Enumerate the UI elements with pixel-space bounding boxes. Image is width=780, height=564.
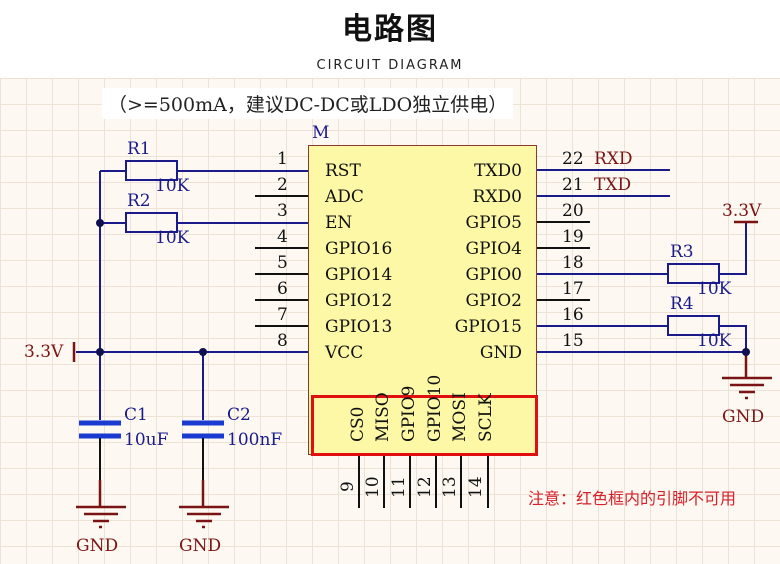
r3-ref: R3 — [670, 242, 694, 262]
pin-number: 6 — [277, 279, 288, 299]
c2-ref: C2 — [227, 405, 251, 425]
c1-value: 10uF — [124, 430, 169, 450]
pin-number: 22 — [562, 149, 584, 169]
gnd-label-right: GND — [722, 407, 765, 427]
power-note: （>=500mA，建议DC-DC或LDO独立供电） — [102, 88, 514, 119]
gnd-label-c1: GND — [76, 536, 119, 556]
pin-number: 18 — [562, 253, 584, 273]
pin-name: GND — [479, 343, 522, 363]
pin-number: 13 — [440, 476, 460, 498]
unusable-pins-box — [311, 395, 538, 456]
module-body — [308, 145, 537, 455]
pin-name: GPIO15 — [454, 317, 522, 337]
pin-number: 15 — [562, 331, 584, 351]
pin-name: VCC — [325, 343, 364, 363]
junction-dots — [96, 219, 750, 356]
pin-name: SCLK — [476, 393, 496, 442]
pin-number: 17 — [562, 279, 584, 299]
power-label-3v3-left: 3.3V — [24, 342, 64, 362]
r1-value: 10K — [155, 176, 190, 196]
pin-number: 4 — [277, 227, 288, 247]
pin-name: GPIO9 — [399, 385, 419, 443]
pin-name: MISO — [373, 392, 393, 442]
pin-name: GPIO4 — [465, 239, 523, 259]
pin-number: 20 — [562, 201, 584, 221]
warning-note: 注意：红色框内的引脚不可用 — [528, 489, 737, 508]
c2-value: 100nF — [227, 430, 283, 450]
pin-name: MOSI — [450, 392, 470, 442]
pin-number: 7 — [277, 305, 288, 325]
r3-value: 10K — [697, 279, 732, 299]
pin-name: GPIO16 — [325, 239, 393, 259]
pin-name: GPIO10 — [425, 374, 445, 442]
page-title: 电路图 — [342, 12, 438, 47]
pin-number: 8 — [277, 331, 288, 351]
gnd-symbols — [72, 220, 772, 529]
resistor-r1 — [125, 160, 178, 181]
c1-ref: C1 — [124, 405, 148, 425]
page-subtitle: CIRCUIT DIAGRAM — [316, 58, 464, 73]
pin-name: TXD0 — [474, 161, 522, 181]
r4-ref: R4 — [670, 294, 694, 314]
pin-name: GPIO14 — [325, 265, 393, 285]
pin-name: EN — [325, 213, 353, 233]
pin-name: RXD0 — [472, 187, 522, 207]
left-pin-stubs — [255, 195, 590, 508]
pin-number: 21 — [562, 175, 584, 195]
wire-r4-gnd — [719, 325, 747, 352]
pin-number: 5 — [277, 253, 288, 273]
net-label-txd: TXD — [594, 175, 632, 195]
pin-name: GPIO12 — [325, 291, 393, 311]
resistor-r2 — [125, 212, 178, 233]
pin-name: GPIO13 — [325, 317, 393, 337]
pin-number: 10 — [363, 476, 383, 498]
pin-number: 2 — [277, 175, 288, 195]
pin-number: 14 — [466, 476, 486, 498]
gnd-label-c2: GND — [179, 536, 222, 556]
pin-number: 16 — [562, 305, 584, 325]
wire-r3-3v3 — [719, 222, 747, 275]
r1-ref: R1 — [127, 139, 151, 159]
pin-number: 12 — [415, 476, 435, 498]
pin-name: GPIO2 — [465, 291, 523, 311]
r2-value: 10K — [155, 228, 190, 248]
pin-number: 19 — [562, 227, 584, 247]
net-label-rxd: RXD — [594, 149, 633, 169]
r4-value: 10K — [697, 331, 732, 351]
pin-number: 3 — [277, 201, 288, 221]
pin-number: 9 — [338, 481, 358, 492]
power-label-3v3-right: 3.3V — [722, 201, 762, 221]
r2-ref: R2 — [127, 191, 151, 211]
pin-name: GPIO5 — [465, 213, 523, 233]
pin-number: 1 — [277, 149, 288, 169]
pin-number: 11 — [389, 476, 409, 498]
module-designator: M — [312, 123, 330, 143]
pin-name: ADC — [325, 187, 364, 207]
pin-name: GPIO0 — [465, 265, 523, 285]
pin-name: RST — [325, 161, 361, 181]
pin-name: CS0 — [348, 406, 368, 442]
